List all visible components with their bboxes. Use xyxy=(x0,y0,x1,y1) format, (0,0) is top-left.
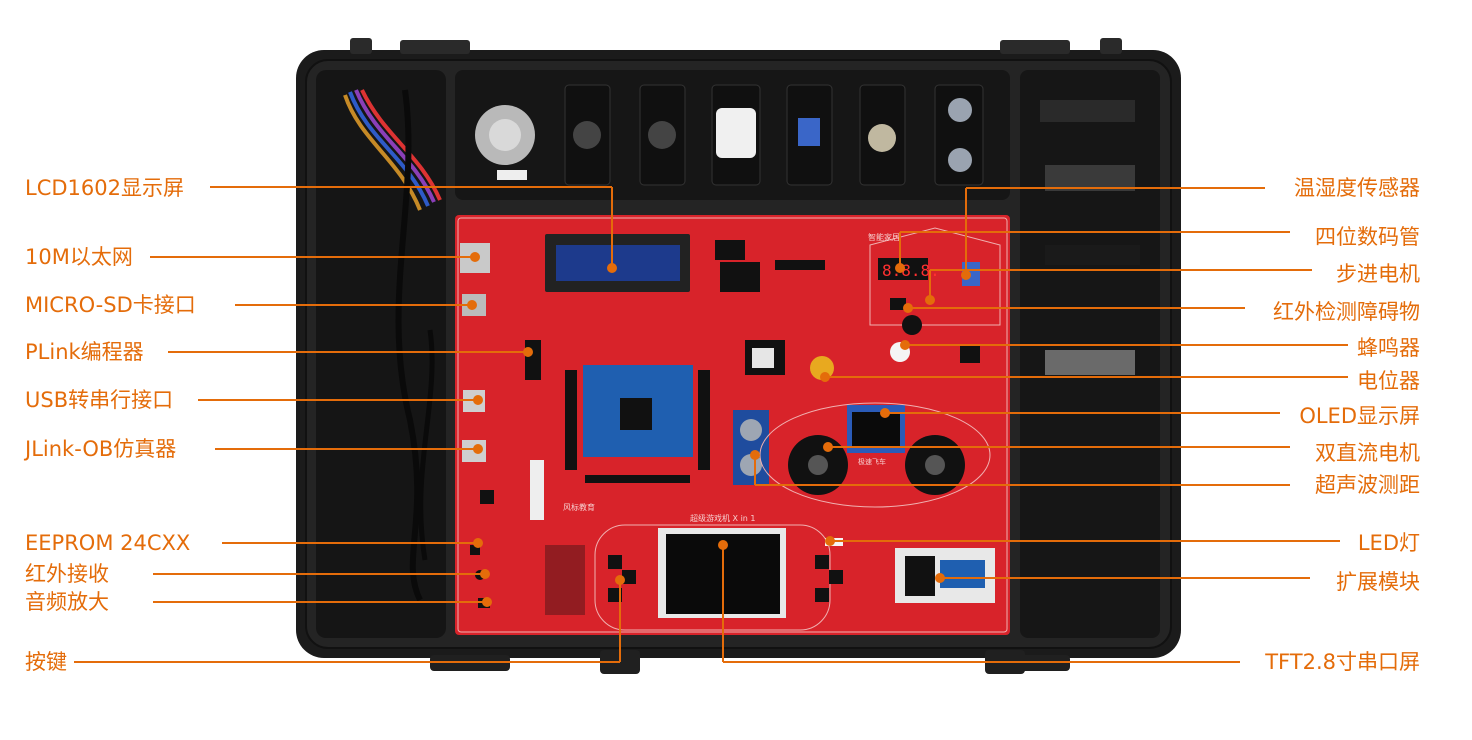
callout-dc-motor: 双直流电机 xyxy=(1315,441,1420,465)
ultrasonic-sensor xyxy=(733,410,769,485)
callout-oled: OLED显示屏 xyxy=(1299,404,1420,428)
callout-plink: PLink编程器 xyxy=(25,340,144,364)
callout-potentiometer: 电位器 xyxy=(1357,369,1420,393)
right-compartment xyxy=(1020,70,1160,638)
silk-smart-home: 智能家居 xyxy=(868,232,900,242)
callout-tft: TFT2.8寸串口屏 xyxy=(1265,650,1420,674)
callout-temp-humidity: 温湿度传感器 xyxy=(1294,176,1420,200)
silk-brand: 风标教育 xyxy=(563,502,595,512)
sensor-tray xyxy=(455,70,1010,200)
silk-fly: 极速飞车 xyxy=(858,457,886,466)
callout-seven-seg: 四位数码管 xyxy=(1315,225,1420,249)
callout-led: LED灯 xyxy=(1357,531,1420,555)
silk-game: 超级游戏机 X in 1 xyxy=(690,513,756,523)
leader-lines-left xyxy=(74,186,625,663)
expansion-module xyxy=(895,548,995,603)
callout-keys: 按键 xyxy=(25,650,67,674)
stepper-shaft xyxy=(902,315,922,335)
callout-stepper: 步进电机 xyxy=(1336,262,1420,286)
callout-eeprom: EEPROM 24CXX xyxy=(25,531,191,555)
main-board: 8.8.8. xyxy=(455,215,1010,635)
callout-microsd: MICRO-SD卡接口 xyxy=(25,293,196,317)
callout-ir-receiver: 红外接收 xyxy=(25,562,109,586)
stepper-motor-module xyxy=(475,105,535,180)
leader-lines-right xyxy=(718,187,1348,663)
callout-lcd1602: LCD1602显示屏 xyxy=(25,176,184,200)
callout-jlink: JLink-OB仿真器 xyxy=(25,437,177,461)
lcd1602-module xyxy=(545,234,690,292)
callout-expansion: 扩展模块 xyxy=(1336,570,1420,594)
callout-ethernet: 10M以太网 xyxy=(25,245,133,269)
callout-audio-amp: 音频放大 xyxy=(25,590,109,614)
cable-compartment xyxy=(316,70,446,638)
oled-display xyxy=(847,405,905,453)
callout-buzzer: 蜂鸣器 xyxy=(1357,336,1420,360)
callout-usb-serial: USB转串行接口 xyxy=(25,388,174,412)
callout-ir-obstacle: 红外检测障碍物 xyxy=(1273,300,1420,324)
mcu-core-board xyxy=(565,365,710,470)
callout-ultrasonic: 超声波测距 xyxy=(1315,473,1420,497)
